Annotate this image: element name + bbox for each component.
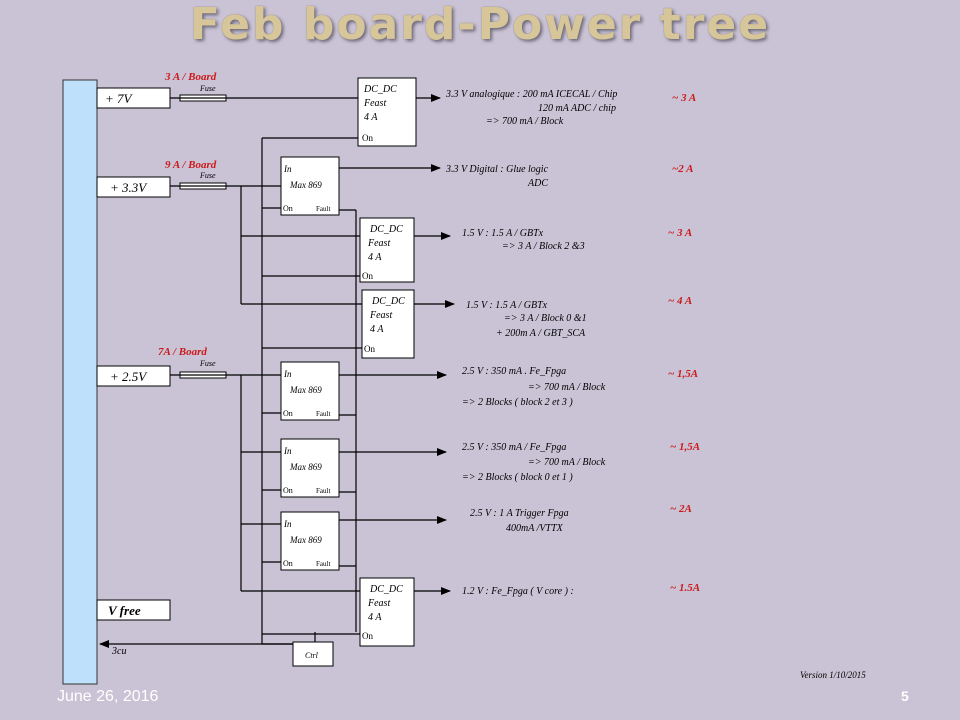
svg-text:DC_DC: DC_DC: [371, 296, 405, 307]
svg-text:Fuse: Fuse: [199, 171, 216, 180]
svg-text:In: In: [283, 369, 292, 379]
max869-switch-3: In Max 869 On Fault: [280, 438, 340, 498]
current-3a: 3 A / Board: [164, 71, 217, 83]
svg-text:Fuse: Fuse: [199, 84, 216, 93]
output-6-line-3: => 2 Blocks ( block 0 et 1 ): [462, 472, 573, 483]
svg-text:In: In: [283, 519, 292, 529]
output-5-line-2: => 700 mA / Block: [528, 382, 606, 393]
current-9a: 9 A / Board: [165, 159, 217, 171]
version-label: Version 1/10/2015: [800, 670, 866, 680]
svg-text:On: On: [362, 631, 373, 641]
svg-text:4 A: 4 A: [370, 324, 384, 335]
output-5-line-1: 2.5 V : 350 mA . Fe_Fpga: [462, 366, 566, 377]
svg-text:Feast: Feast: [363, 98, 386, 109]
backplane-bar: [62, 79, 98, 685]
svg-text:Fault: Fault: [316, 205, 330, 213]
max869-switch-2: In Max 869 On Fault: [280, 361, 340, 421]
total-7: ~ 2A: [670, 503, 692, 515]
output-2-line-2: ADC: [527, 178, 548, 189]
output-4-line-2: => 3 A / Block 0 &1: [504, 313, 587, 324]
input-box-7v: + 7V: [96, 87, 171, 109]
svg-text:DC_DC: DC_DC: [369, 224, 403, 235]
slide-title: Feb board-Power tree: [189, 0, 771, 50]
output-arrows: [99, 94, 455, 648]
max869-switch-1: In Max 869 On Fault: [280, 156, 340, 216]
svg-text:On: On: [283, 204, 293, 213]
output-1-line-2: 120 mA ADC / chip: [538, 103, 616, 114]
svg-text:Feast: Feast: [367, 238, 390, 249]
output-3-line-2: => 3 A / Block 2 &3: [502, 241, 585, 252]
svg-text:Fuse: Fuse: [199, 359, 216, 368]
svg-text:Fault: Fault: [316, 560, 330, 568]
input-box-2v5: + 2.5V: [96, 365, 171, 387]
svg-text:Fault: Fault: [316, 487, 330, 495]
svg-text:Ctrl: Ctrl: [305, 651, 319, 660]
svg-text:On: On: [283, 409, 293, 418]
total-6: ~ 1,5A: [670, 441, 700, 453]
output-6-line-2: => 700 mA / Block: [528, 457, 606, 468]
output-4-line-3: + 200m A / GBT_SCA: [496, 328, 586, 339]
output-8-line-1: 1.2 V : Fe_Fpga ( V core ) :: [462, 586, 574, 597]
svg-text:Max 869: Max 869: [289, 535, 322, 545]
total-2: ~2 A: [672, 163, 693, 175]
output-descriptions: 3.3 V analogique : 200 mA ICECAL / Chip …: [445, 89, 617, 597]
output-5-line-3: => 2 Blocks ( block 2 et 3 ): [462, 397, 573, 408]
svg-text:On: On: [283, 559, 293, 568]
svg-text:In: In: [283, 446, 292, 456]
total-4: ~ 4 A: [668, 295, 692, 307]
svg-text:DC_DC: DC_DC: [369, 584, 403, 595]
svg-text:Max 869: Max 869: [289, 180, 322, 190]
ctrl-block: Ctrl: [292, 641, 334, 667]
svg-text:In: In: [283, 164, 292, 174]
svg-text:DC_DC: DC_DC: [363, 84, 397, 95]
output-6-line-1: 2.5 V : 350 mA / Fe_Fpga: [462, 442, 566, 453]
page-number: 5: [901, 688, 909, 704]
output-1-line-1: 3.3 V analogique : 200 mA ICECAL / Chip: [445, 89, 617, 100]
wiring: [170, 97, 362, 645]
current-7a: 7A / Board: [158, 346, 207, 358]
svg-text:+ 2.5V: + 2.5V: [110, 369, 148, 384]
output-totals: ~ 3 A ~2 A ~ 3 A ~ 4 A ~ 1,5A ~ 1,5A ~ 2…: [668, 92, 700, 594]
output-7-line-2: 400mA /VTTX: [506, 523, 564, 534]
svg-text:On: On: [283, 486, 293, 495]
output-3-line-1: 1.5 V : 1.5 A / GBTx: [462, 228, 544, 239]
input-box-vfree: V free: [96, 599, 171, 621]
svg-text:Fault: Fault: [316, 410, 330, 418]
dcdc-converter-3: DC_DC Feast 4 A On: [361, 289, 415, 359]
dcdc-converter-2: DC_DC Feast 4 A On: [359, 217, 415, 283]
svg-text:V free: V free: [108, 603, 141, 618]
svg-text:On: On: [362, 133, 373, 143]
svg-text:Max 869: Max 869: [289, 462, 322, 472]
svg-text:4 A: 4 A: [368, 252, 382, 263]
svg-text:Feast: Feast: [369, 310, 392, 321]
total-3: ~ 3 A: [668, 227, 692, 239]
total-1: ~ 3 A: [672, 92, 696, 104]
svg-text:+ 3.3V: + 3.3V: [110, 180, 148, 195]
svg-text:Max 869: Max 869: [289, 385, 322, 395]
svg-text:Feast: Feast: [367, 598, 390, 609]
total-5: ~ 1,5A: [668, 368, 698, 380]
svg-text:4 A: 4 A: [364, 112, 378, 123]
svg-text:On: On: [362, 271, 373, 281]
svg-text:On: On: [364, 344, 375, 354]
svg-text:4 A: 4 A: [368, 612, 382, 623]
total-8: ~ 1.5A: [670, 582, 700, 594]
max869-switch-4: In Max 869 On Fault: [280, 511, 340, 571]
dcdc-converter-1: DC_DC Feast 4 A On: [357, 77, 417, 147]
input-box-3v3: + 3.3V: [96, 176, 171, 198]
svg-text:+ 7V: + 7V: [105, 91, 134, 106]
output-7-line-1: 2.5 V : 1 A Trigger Fpga: [470, 508, 569, 519]
output-1-line-3: => 700 mA / Block: [486, 116, 564, 127]
bus-label: 3cu: [111, 646, 126, 657]
output-4-line-1: 1.5 V : 1.5 A / GBTx: [466, 300, 548, 311]
footer-date: June 26, 2016: [57, 688, 159, 705]
output-2-line-1: 3.3 V Digital : Glue logic: [445, 164, 549, 175]
dcdc-converter-4: DC_DC Feast 4 A On: [359, 577, 415, 647]
